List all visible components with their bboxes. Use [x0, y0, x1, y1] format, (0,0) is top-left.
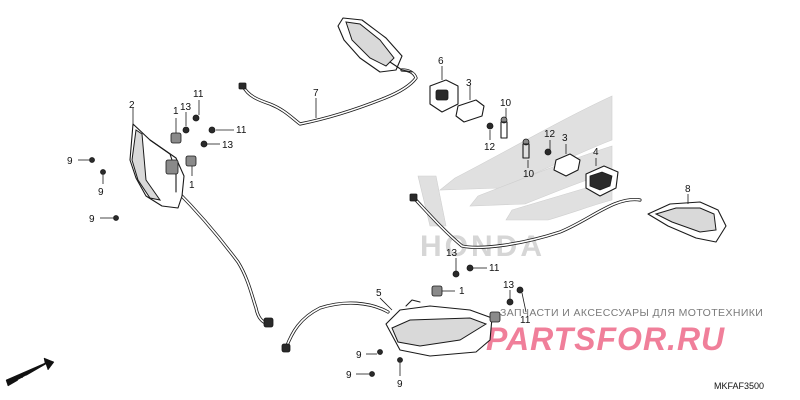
screw-10-lower	[522, 138, 530, 159]
connector-4	[585, 165, 619, 197]
wire-harness-left-lamp	[174, 188, 274, 328]
callout-1-lower: 1	[459, 286, 465, 297]
callout-9-b: 9	[98, 187, 104, 198]
bracket-6	[429, 79, 459, 113]
callout-13-a: 13	[180, 102, 192, 113]
left-turn-signal-2	[129, 123, 185, 209]
callout-3-lower: 3	[562, 133, 568, 144]
nuts-9-right	[369, 349, 403, 377]
callout-9-c: 9	[89, 214, 95, 225]
callout-11-c: 11	[489, 263, 500, 274]
right-turn-signal-5	[385, 299, 493, 357]
callout-1-mid: 1	[189, 180, 195, 191]
callout-8: 8	[685, 184, 691, 195]
callout-9-a: 9	[67, 156, 73, 167]
callout-7: 7	[313, 88, 319, 99]
wire-harness-5	[281, 301, 390, 353]
washer-12-lower	[544, 148, 552, 156]
callout-12-upper: 12	[484, 142, 496, 153]
screws-11-13-left	[182, 114, 216, 148]
nuts-9-left	[89, 157, 119, 221]
spacer-3-upper	[455, 99, 485, 123]
wire-harness-8	[409, 193, 642, 249]
shop-logo: PARTSFOR.RU	[486, 321, 725, 357]
shop-tagline: ЗАПЧАСТИ И АКСЕССУАРЫ ДЛЯ МОТОТЕХНИКИ	[500, 307, 763, 319]
washer-12-upper	[486, 122, 494, 130]
wire-harness-7	[238, 68, 418, 126]
callout-13-b: 13	[222, 140, 234, 151]
callout-1-upper: 1	[173, 106, 179, 117]
callout-11-b: 11	[236, 125, 247, 136]
callout-9-f: 9	[397, 379, 403, 390]
honda-wing-watermark	[417, 95, 613, 227]
callout-9-e: 9	[346, 370, 352, 381]
callout-11-d: 11	[520, 315, 531, 326]
callout-2: 2	[129, 100, 135, 111]
callout-13-c: 13	[446, 248, 458, 259]
rubber-mount-1-upper	[170, 132, 182, 144]
callout-11-a: 11	[193, 89, 204, 100]
callout-10-lower: 10	[523, 169, 535, 180]
callouts: 1 1 1 2 3 3 4 5 6 7 8 9 9 9 9 9 9 10 10 …	[67, 56, 691, 390]
callout-12-lower: 12	[544, 129, 556, 140]
leader-lines	[78, 66, 689, 376]
mirror-top-7	[337, 17, 413, 73]
screws-11-13-right	[452, 264, 524, 306]
spacer-3-lower	[553, 153, 581, 177]
front-direction-arrow: FR.	[5, 357, 55, 387]
callout-13-d: 13	[503, 280, 515, 291]
callout-10-upper: 10	[500, 98, 512, 109]
screw-10-upper	[500, 116, 508, 139]
rubber-mount-1-mid	[185, 155, 197, 167]
callout-6: 6	[438, 56, 444, 67]
mirror-right-8	[647, 201, 727, 243]
diagram-code: MKFAF3500	[714, 381, 764, 391]
callout-9-d: 9	[356, 350, 362, 361]
rubber-mount-1-right	[489, 311, 501, 323]
callout-4: 4	[593, 147, 599, 158]
callout-3-upper: 3	[466, 78, 472, 89]
rubber-mount-1-lower	[431, 285, 443, 297]
callout-5: 5	[376, 288, 382, 299]
